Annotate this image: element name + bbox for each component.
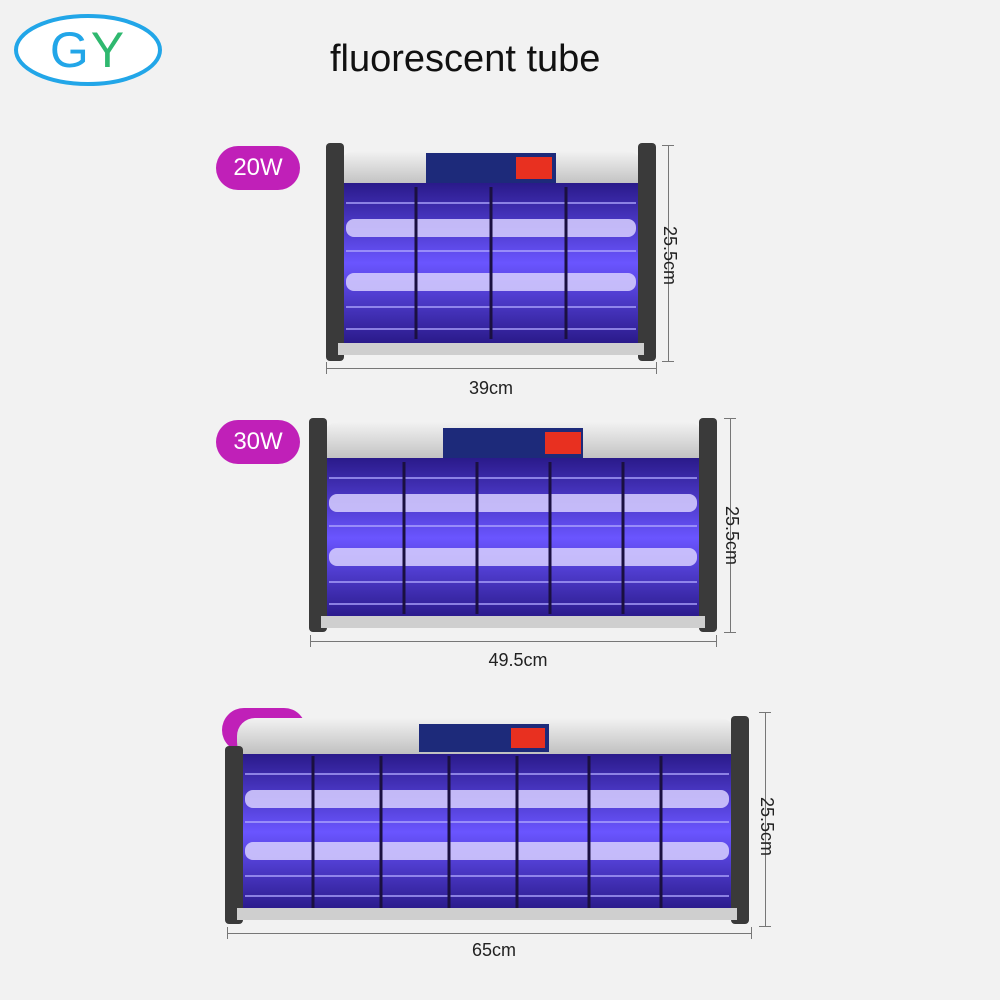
height-tick-top-30w — [724, 418, 736, 419]
width-tick-left-20w — [326, 362, 327, 374]
height-label-20w: 25.5cm — [660, 225, 681, 286]
logo-letter-g: G — [49, 22, 91, 78]
width-dimension-line-40w — [227, 933, 751, 934]
width-tick-left-40w — [227, 927, 228, 939]
height-label-40w: 25.5cm — [757, 796, 778, 857]
height-tick-top-40w — [759, 712, 771, 713]
bug-zapper-40w-image — [225, 716, 749, 924]
width-dimension-line-30w — [310, 641, 716, 642]
logo-ring-icon — [14, 14, 162, 86]
width-tick-right-40w — [751, 927, 752, 939]
height-dimension-line-30w — [730, 418, 731, 632]
height-label-30w: 25.5cm — [722, 505, 743, 566]
width-label-40w: 65cm — [471, 940, 516, 960]
width-tick-left-30w — [310, 635, 311, 647]
bug-zapper-20w — [326, 143, 656, 361]
height-dimension-line-20w — [668, 145, 669, 361]
height-tick-bottom-20w — [662, 361, 674, 362]
width-tick-right-20w — [656, 362, 657, 374]
width-dimension-line-20w — [326, 368, 656, 369]
bug-zapper-40w — [225, 716, 749, 924]
height-tick-bottom-40w — [759, 926, 771, 927]
width-label-20w: 39cm — [468, 378, 513, 398]
power-badge-20w: 20W — [216, 146, 300, 190]
height-tick-bottom-30w — [724, 632, 736, 633]
logo-letter-y: Y — [90, 22, 127, 78]
bug-zapper-30w-image — [309, 418, 717, 632]
page-title: fluorescent tube — [330, 38, 601, 80]
height-tick-top-20w — [662, 145, 674, 146]
width-label-30w: 49.5cm — [488, 650, 548, 670]
power-badge-30w: 30W — [216, 420, 300, 464]
height-dimension-line-40w — [765, 712, 766, 926]
width-tick-right-30w — [716, 635, 717, 647]
bug-zapper-20w-image — [326, 143, 656, 361]
bug-zapper-30w — [309, 418, 717, 632]
